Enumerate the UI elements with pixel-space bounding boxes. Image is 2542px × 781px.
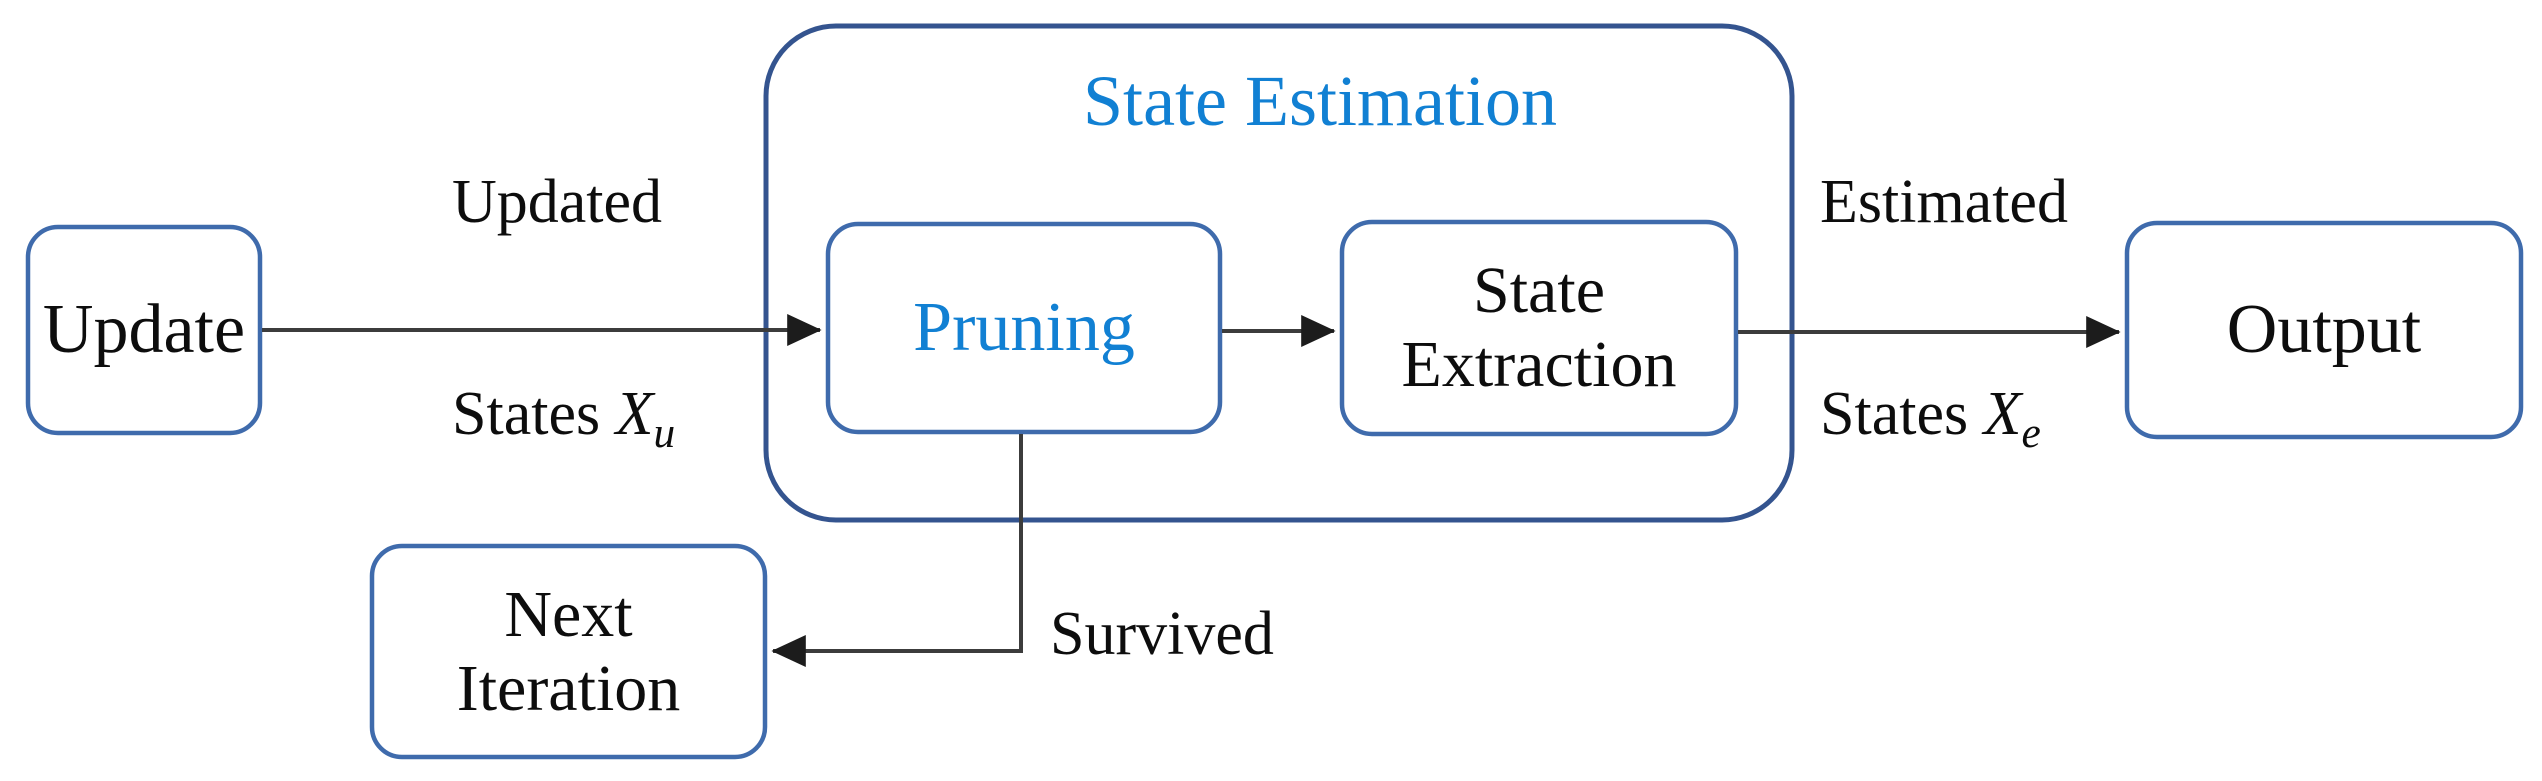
- edge-label-line2: States Xs: [1050, 740, 1390, 781]
- edge-label-line2-text: States: [452, 379, 601, 448]
- edge-label-subscript: u: [653, 408, 676, 457]
- pruning-box[interactable]: [825, 221, 1223, 435]
- edge-label-survived-states: Survived States Xs: [1050, 528, 1390, 781]
- next-iteration-box[interactable]: [369, 543, 768, 760]
- arrow-pruning-to-next-iteration: [771, 434, 1023, 667]
- state-extraction-box[interactable]: [1339, 219, 1739, 437]
- edge-label-line1: Survived: [1050, 599, 1274, 668]
- output-box[interactable]: [2124, 220, 2524, 440]
- edge-label-line1: Updated: [452, 167, 663, 236]
- edge-label-line1: Estimated: [1820, 167, 2068, 236]
- edge-label-estimated-states: Estimated States Xe: [1820, 96, 2160, 529]
- edge-label-line2-text: States: [1820, 379, 1969, 448]
- edge-label-line2: States Xe: [1820, 308, 2160, 458]
- state-estimation-group-title: State Estimation: [1083, 61, 1557, 141]
- edge-label-symbol: X: [615, 379, 654, 448]
- edge-label-subscript: e: [2021, 408, 2041, 457]
- edge-label-line2: States Xu: [452, 308, 782, 458]
- state-estimation-group-box: [763, 23, 1795, 523]
- update-box[interactable]: [25, 224, 263, 436]
- edge-label-symbol: X: [1983, 379, 2022, 448]
- edge-label-updated-states: Updated States Xu: [452, 96, 782, 529]
